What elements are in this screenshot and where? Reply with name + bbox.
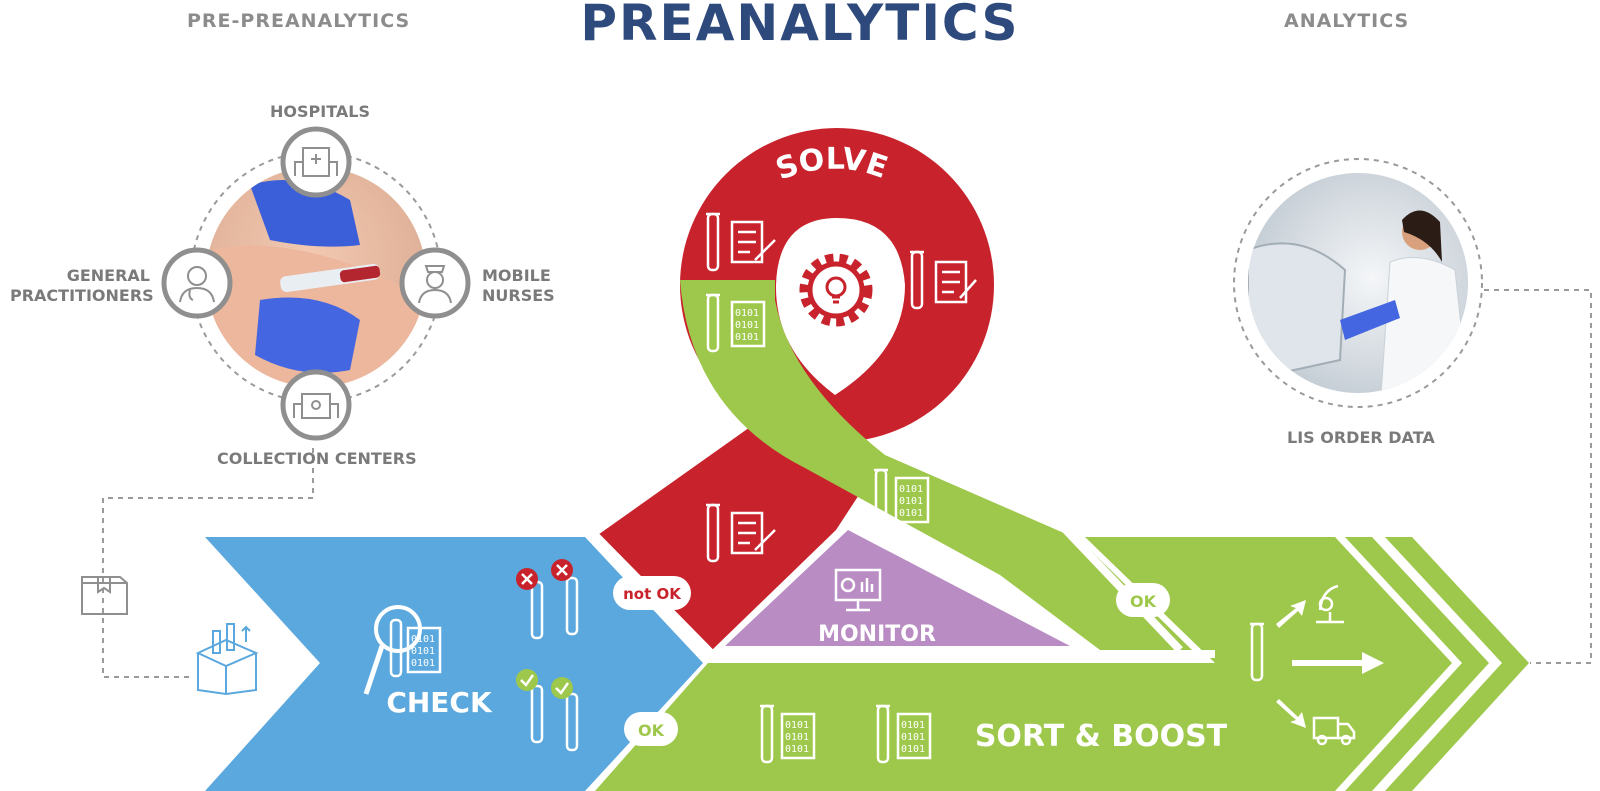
sample-tube-icon <box>874 468 888 528</box>
code-line: 0101 <box>411 658 435 669</box>
code-line: 0101 <box>785 732 809 743</box>
delivery-truck-icon <box>1312 716 1356 746</box>
checklist-icon <box>730 220 776 264</box>
sample-tube-icon <box>706 212 720 272</box>
reject-mark <box>516 568 538 590</box>
code-line: 0101 <box>901 744 925 755</box>
page-title: PREANALYTICS <box>580 0 1020 52</box>
pre-preanalytics-cluster <box>81 126 471 696</box>
sample-tube-icon <box>706 503 720 563</box>
code-card-icon <box>894 476 930 524</box>
accept-mark <box>516 669 538 691</box>
sample-tube-icon <box>1250 622 1264 682</box>
header-pre-preanalytics: PRE-PREANALYTICS <box>187 10 411 32</box>
code-card-icon <box>896 712 932 760</box>
general-practitioners-line1: GENERAL <box>66 266 150 285</box>
mobile-nurses-label: MOBILE NURSES <box>482 266 555 306</box>
checklist-icon <box>730 511 776 555</box>
code-line: 0101 <box>735 308 759 319</box>
sample-tube-icon <box>530 684 544 744</box>
hospitals-label: HOSPITALS <box>270 102 370 121</box>
ok-loop-label: OK <box>1130 592 1157 611</box>
code-card-icon <box>780 712 816 760</box>
collection-centers-node <box>280 369 352 441</box>
sample-tube-icon <box>565 692 579 752</box>
code-line: 0101 <box>785 720 809 731</box>
monitor-triangle <box>725 530 1070 646</box>
general-practitioners-line2: PRACTITIONERS <box>10 286 154 305</box>
chevron-stripe-1 <box>1345 537 1489 791</box>
monitor-label: MONITOR <box>818 622 936 647</box>
general-practitioners-label: GENERAL PRACTITIONERS <box>10 266 154 306</box>
lab-photo <box>1248 173 1468 393</box>
process-flow: SOLVE <box>205 128 1529 791</box>
hospital-icon <box>294 147 338 177</box>
gear-lightbulb-icon <box>799 253 873 327</box>
sample-tube-icon <box>706 293 720 353</box>
code-line: 0101 <box>411 646 435 657</box>
lis-order-data-label: LIS ORDER DATA <box>1287 428 1435 447</box>
check-label: CHECK <box>386 686 493 719</box>
sort-boost-band <box>595 537 1452 791</box>
code-line: 0101 <box>411 634 435 645</box>
code-line: 0101 <box>735 320 759 331</box>
sample-tube-icon <box>565 576 579 636</box>
header-analytics: ANALYTICS <box>1284 10 1410 32</box>
ok-check-label: OK <box>638 721 665 740</box>
sample-tube-icon <box>760 704 774 764</box>
loop-green <box>680 280 1192 650</box>
analytics-cluster <box>1233 158 1592 664</box>
code-line: 0101 <box>899 496 923 507</box>
sample-tube-icon <box>876 704 890 764</box>
accept-mark <box>551 677 573 699</box>
code-line: 0101 <box>901 732 925 743</box>
sample-tube-icon <box>910 250 924 310</box>
code-line: 0101 <box>735 332 759 343</box>
mobile-nurses-line2: NURSES <box>482 286 555 305</box>
reject-mark <box>551 559 573 581</box>
open-box-icon <box>195 623 259 696</box>
doctor-icon <box>179 266 215 303</box>
package-icon <box>81 576 128 615</box>
collection-centers-label: COLLECTION CENTERS <box>217 449 417 468</box>
code-line: 0101 <box>899 508 923 519</box>
collection-center-icon <box>293 393 339 419</box>
code-digits: 0101 0101 0101 0101 0101 0101 0101 0101 … <box>411 308 925 755</box>
code-line: 0101 <box>901 720 925 731</box>
general-practitioners-node <box>161 247 233 319</box>
routing-arrows <box>1276 600 1384 728</box>
sort-boost-label: SORT & BOOST <box>975 719 1228 754</box>
code-line: 0101 <box>899 484 923 495</box>
blood-draw-photo <box>206 167 426 387</box>
code-card-icon <box>730 300 766 348</box>
sample-tube-icon <box>389 618 403 678</box>
code-card-icon <box>406 626 442 674</box>
check-band <box>205 537 703 791</box>
solve-ring-hole <box>775 218 905 395</box>
ok-badge-loop: OK <box>1116 583 1170 617</box>
hospitals-node <box>280 126 352 198</box>
microscope-icon <box>1316 584 1344 624</box>
nurse-icon <box>418 265 452 304</box>
ok-badge-check: OK <box>624 712 678 746</box>
checklist-icon <box>934 260 977 304</box>
not-ok-badge: not OK <box>613 576 691 610</box>
not-ok-label: not OK <box>623 585 682 603</box>
monitor-chart-icon <box>834 568 882 612</box>
mobile-nurses-line1: MOBILE <box>482 266 551 285</box>
mobile-nurses-node <box>399 247 471 319</box>
chevron-stripe-2 <box>1385 537 1529 791</box>
code-line: 0101 <box>785 744 809 755</box>
